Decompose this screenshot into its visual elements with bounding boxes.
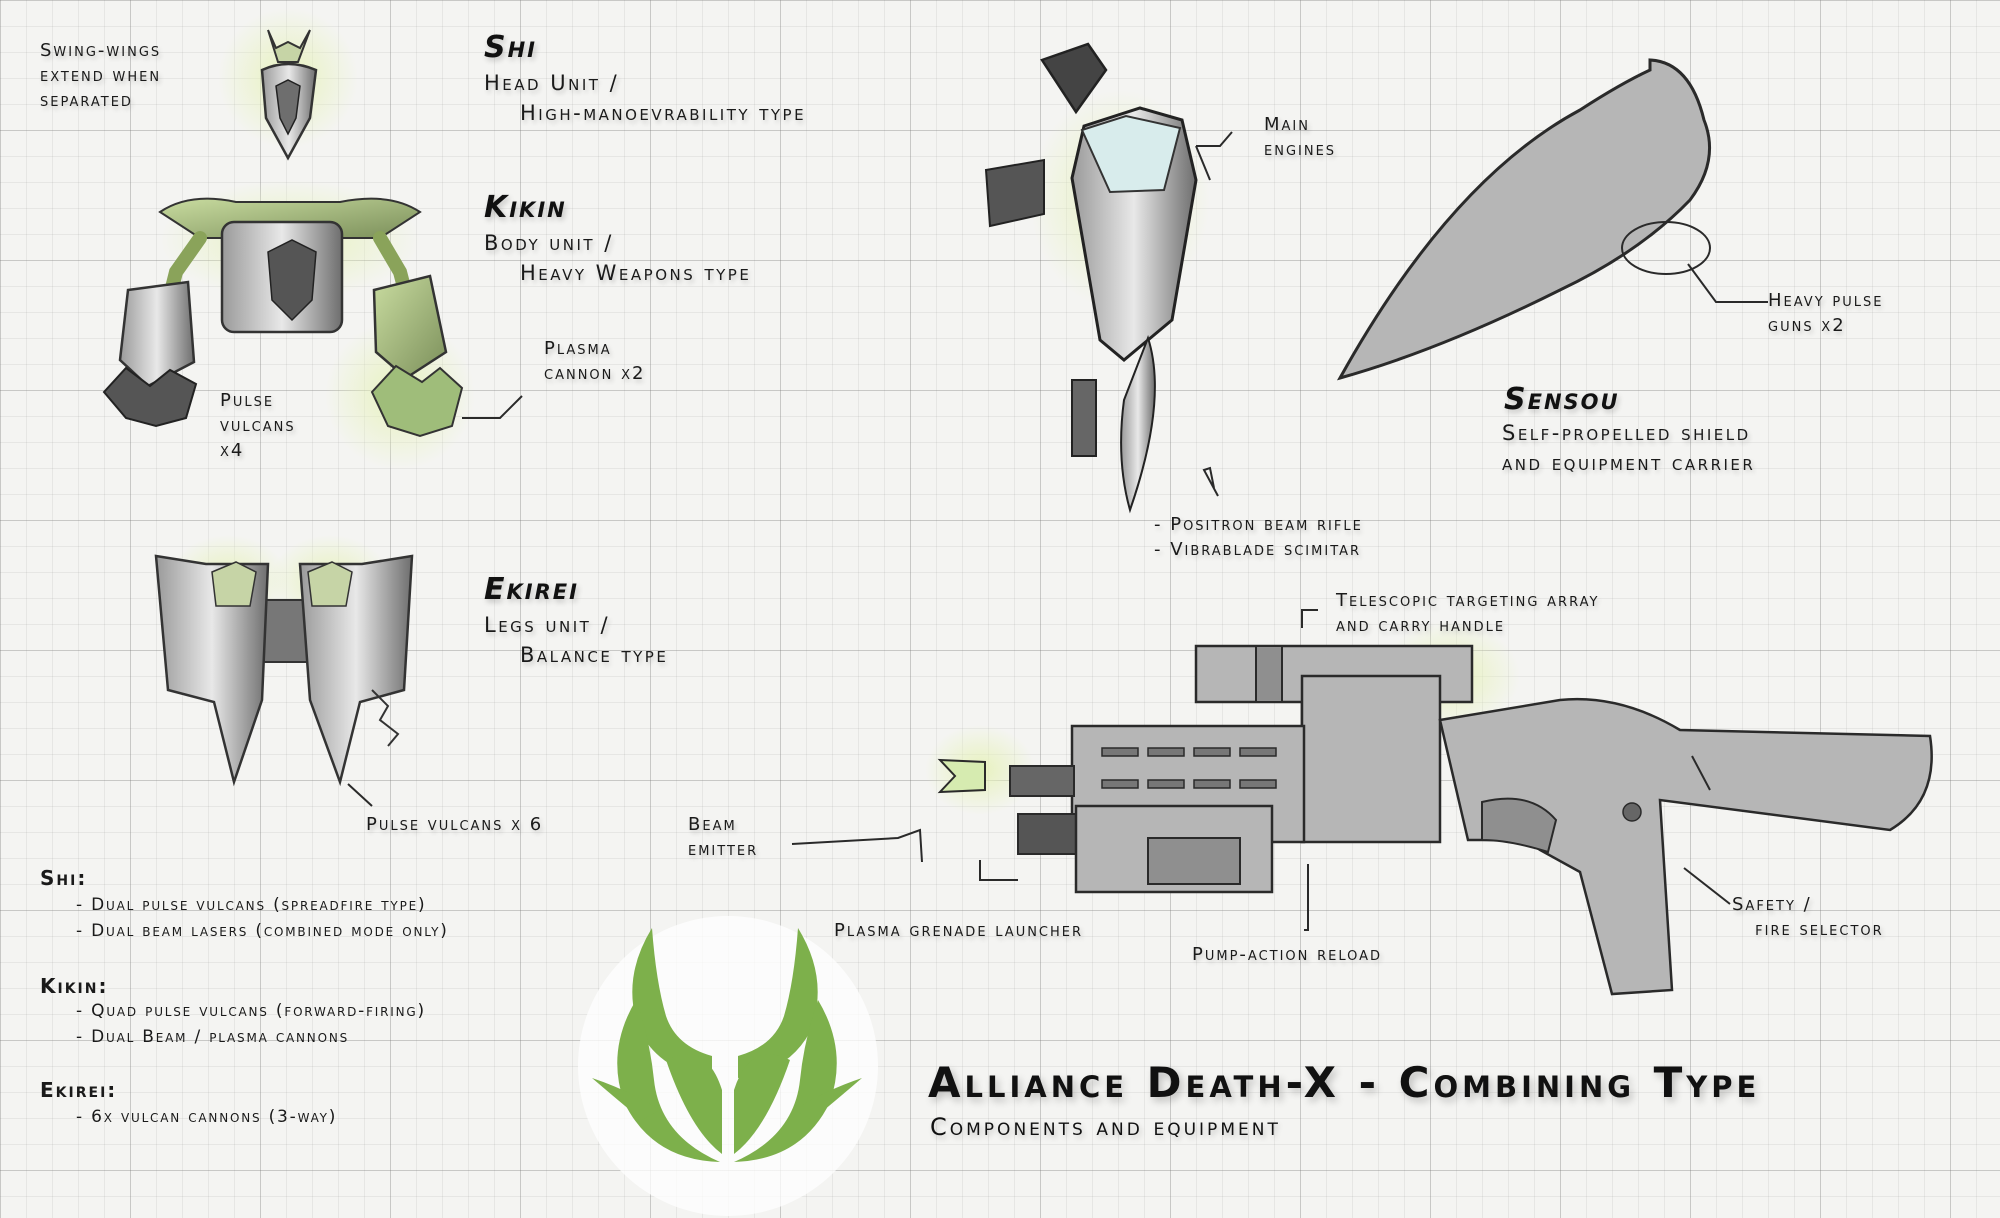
spec-item: Dual beam lasers (combined mode only)	[76, 918, 449, 944]
main-engines-note: Main engines	[1264, 114, 1337, 160]
page-title: Alliance Death-X - Combining Type	[928, 1058, 1761, 1107]
heavy-pulse-guns-note: Heavy pulse guns x2	[1768, 290, 1884, 336]
sensou-shield-sketch	[1336, 58, 1711, 381]
spec-kikin-heading: Kikin:	[40, 974, 109, 998]
kikin-line-1: Body unit /	[484, 231, 614, 255]
spec-ekirei-heading: Ekirei:	[40, 1078, 118, 1102]
spec-item: Dual pulse vulcans (spreadfire type)	[76, 892, 449, 918]
plasma-cannon-note: Plasma cannon x2	[544, 338, 646, 384]
safety-selector-note: Safety / fire selector	[1732, 894, 1884, 940]
shi-line-1: Head Unit /	[484, 71, 620, 95]
ekirei-unit-name: Ekirei	[484, 572, 579, 607]
pulse-vulcans-x6-note: Pulse vulcans x 6	[366, 814, 544, 835]
sensou-unit-name: Sensou	[1504, 382, 1620, 417]
ekirei-unit-description: Legs unit / Balance type	[484, 610, 668, 670]
rifle-scimitar-note: - Positron beam rifle - Vibrablade scimi…	[1154, 514, 1363, 560]
ekirei-legs-sketch	[154, 535, 414, 787]
kikin-unit-name: Kikin	[484, 190, 567, 225]
beam-emitter-note: Beam emitter	[688, 814, 759, 860]
swing-wings-note: Swing-wings extend when separated	[40, 40, 162, 111]
kikin-body-sketch	[102, 180, 475, 470]
shi-unit-name: Shi	[484, 30, 537, 65]
pulse-vulcans-x4-note: Pulse vulcans x4	[220, 390, 296, 461]
spec-ekirei-list: 6x vulcan cannons (3-way)	[76, 1104, 337, 1130]
alliance-horns-emblem	[578, 916, 878, 1216]
telescopic-array-note: Telescopic targeting array and carry han…	[1336, 590, 1600, 636]
spec-item: Dual Beam / plasma cannons	[76, 1024, 426, 1050]
spec-shi-list: Dual pulse vulcans (spreadfire type) Dua…	[76, 892, 449, 944]
leader-lines	[347, 131, 1768, 931]
page-subtitle: Components and equipment	[930, 1113, 1281, 1141]
shi-head-sketch	[218, 8, 358, 161]
beam-rifle-sketch	[925, 621, 1933, 996]
spec-item: Quad pulse vulcans (forward-firing)	[76, 998, 426, 1024]
sensou-unit-description: Self-propelled shield and equipment carr…	[1502, 418, 1755, 478]
shi-unit-description: Head Unit / High-manoevrability type	[484, 68, 806, 128]
ekirei-line-2: Balance type	[520, 643, 669, 667]
grenade-launcher-note: Plasma grenade launcher	[834, 920, 1084, 941]
shi-line-2: High-manoevrability type	[520, 101, 807, 125]
kikin-unit-description: Body unit / Heavy Weapons type	[484, 228, 751, 288]
sensou-line-1: Self-propelled shield	[1502, 421, 1751, 445]
spec-kikin-list: Quad pulse vulcans (forward-firing) Dual…	[76, 998, 426, 1050]
kikin-line-2: Heavy Weapons type	[520, 261, 752, 285]
engine-rifle-sketch	[984, 42, 1210, 514]
ekirei-line-1: Legs unit /	[484, 613, 611, 637]
spec-item: 6x vulcan cannons (3-way)	[76, 1104, 337, 1130]
pump-action-note: Pump-action reload	[1192, 944, 1383, 965]
spec-shi-heading: Shi:	[40, 866, 88, 890]
sensou-line-2: and equipment carrier	[1502, 451, 1756, 475]
